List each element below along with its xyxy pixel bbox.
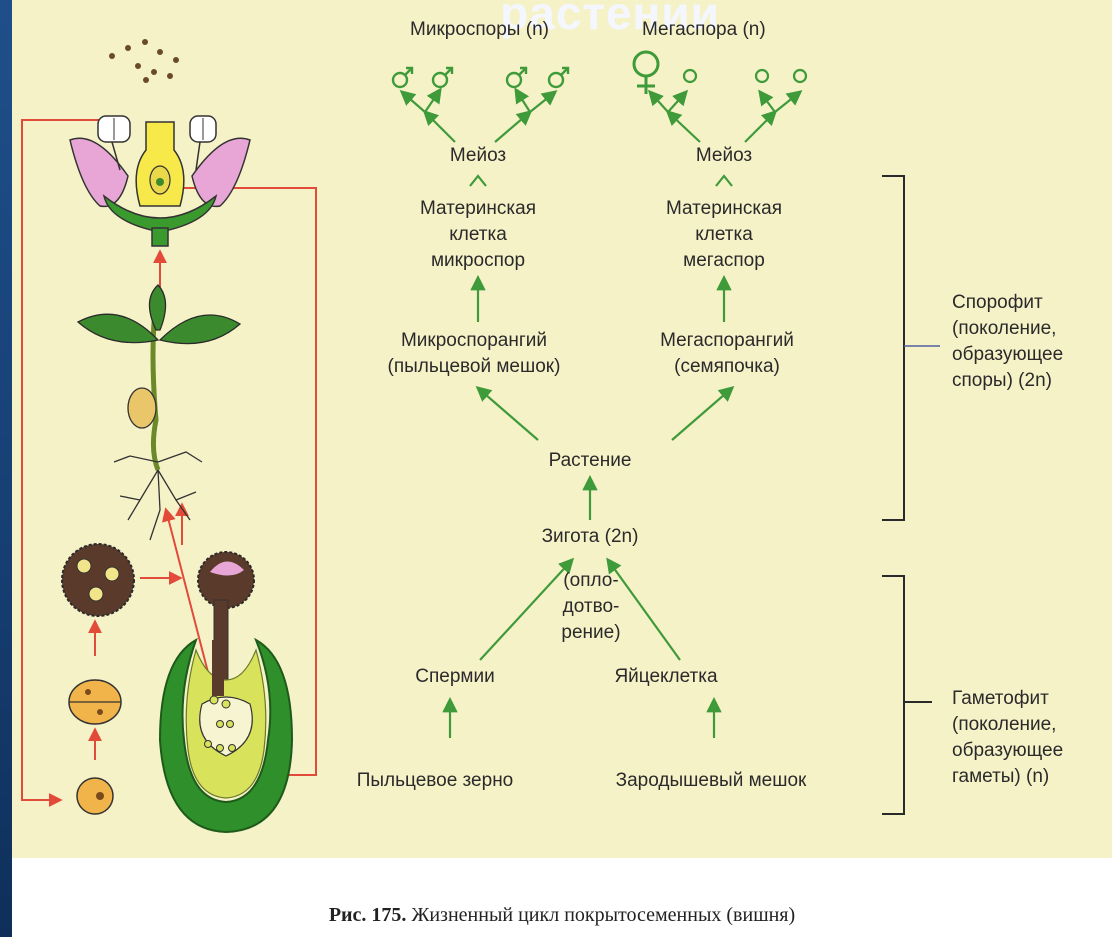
egg-cell-label: Яйцеклетка [596, 664, 736, 690]
micro-mother-cell-line-1: Материнская [398, 196, 558, 222]
megasporangium-line-2: (семяпочка) [622, 354, 832, 380]
female-spore-icon [634, 52, 658, 94]
mega-mother-cell-line-3: мегаспор [644, 248, 804, 274]
pollen-grain-label: Пыльцевое зерно [330, 768, 540, 794]
pollen-sac-illustration [62, 544, 134, 616]
sporophyte-line-4: споры) (2n) [952, 368, 1063, 394]
megasporangium-label: Мегаспорангий (семяпочка) [622, 328, 832, 380]
gametophyte-line-2: (поколение, [952, 712, 1063, 738]
fertilization-label: (опло- дотво- рение) [546, 568, 636, 646]
fertilization-line-3: рение) [546, 620, 636, 646]
microspores-label: Микроспоры (n) [410, 17, 549, 43]
microsporangium-label: Микроспорангий (пыльцевой мешок) [356, 328, 592, 380]
mega-mother-cell-line-1: Материнская [644, 196, 804, 222]
fertilization-line-1: (опло- [546, 568, 636, 594]
embryo-sac-label: Зародышевый мешок [586, 768, 836, 794]
sporophyte-line-3: образующее [952, 342, 1063, 368]
zygote-label: Зигота (2n) [520, 524, 660, 550]
male-spore-icons [393, 68, 568, 87]
sporophyte-label: Спорофит (поколение, образующее споры) (… [952, 290, 1063, 394]
fertilization-line-2: дотво- [546, 594, 636, 620]
sporophyte-line-2: (поколение, [952, 316, 1063, 342]
gametophyte-label: Гаметофит (поколение, образующее гаметы)… [952, 686, 1063, 790]
sperm-label: Спермии [400, 664, 510, 690]
micro-mother-cell-label: Материнская клетка микроспор [398, 196, 558, 274]
gametophyte-line-1: Гаметофит [952, 686, 1063, 712]
mega-mother-cell-line-2: клетка [644, 222, 804, 248]
degenerate-megaspore-icons [684, 70, 806, 82]
meiosis-right-label: Мейоз [686, 143, 762, 169]
pollen-tetrad-illustration [69, 680, 121, 724]
microspore-illustration [77, 778, 113, 814]
microsporangium-line-1: Микроспорангий [356, 328, 592, 354]
generation-brackets [882, 176, 940, 814]
gametophyte-line-3: образующее [952, 738, 1063, 764]
megasporangium-line-1: Мегаспорангий [622, 328, 832, 354]
micro-mother-cell-line-3: микроспор [398, 248, 558, 274]
pollen-dots [109, 39, 179, 83]
microsporangium-line-2: (пыльцевой мешок) [356, 354, 592, 380]
flower-illustration [70, 116, 250, 246]
sporophyte-line-1: Спорофит [952, 290, 1063, 316]
figure-number: Рис. 175. [329, 904, 407, 926]
gametophyte-line-4: гаметы) (n) [952, 764, 1063, 790]
meiosis-left-label: Мейоз [440, 143, 516, 169]
plant-label: Растение [530, 448, 650, 474]
figure-caption-text: Жизненный цикл покрытосеменных (вишня) [411, 904, 795, 926]
seedling-illustration [78, 285, 240, 540]
figure-caption: Рис. 175. Жизненный цикл покрытосеменных… [12, 904, 1112, 927]
mega-mother-cell-label: Материнская клетка мегаспор [644, 196, 804, 274]
micro-mother-cell-line-2: клетка [398, 222, 558, 248]
megaspore-label: Мегаспора (n) [642, 17, 766, 43]
